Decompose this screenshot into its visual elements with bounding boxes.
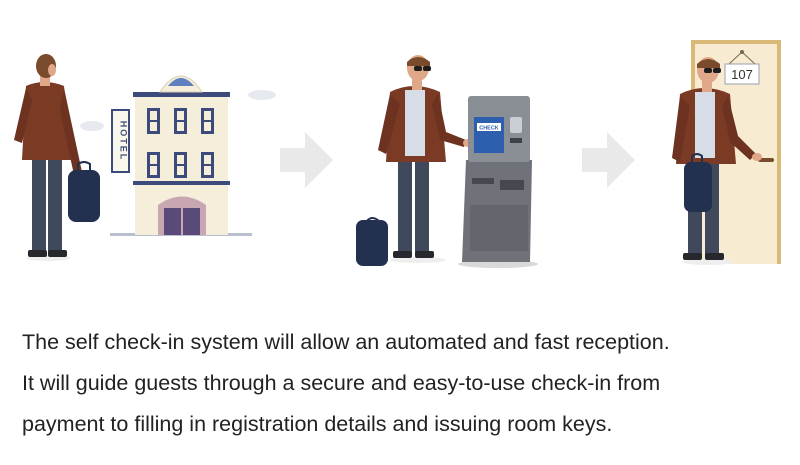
scene-kiosk: CHECK <box>356 55 538 268</box>
scene-room: 107 <box>672 40 781 265</box>
kiosk-screen-label: CHECK <box>479 126 499 132</box>
room-number-plate <box>724 63 760 85</box>
check-in-illustration: HOTEL <box>14 40 781 268</box>
cloud-icon <box>80 121 104 131</box>
guest-figure <box>378 55 473 263</box>
scene-arrival: HOTEL <box>14 54 276 261</box>
guest-figure <box>14 54 82 261</box>
arrow-right-icon <box>582 132 635 188</box>
description-caption: The self check-in system will allow an a… <box>22 322 792 445</box>
luggage-bag-icon <box>356 217 388 266</box>
briefcase-icon <box>68 161 100 222</box>
hotel-sign: HOTEL <box>111 109 130 173</box>
room-number: 107 <box>731 67 753 82</box>
check-in-kiosk: CHECK <box>458 96 538 268</box>
arrow-right-icon <box>280 132 333 188</box>
caption-line: payment to filling in registration detai… <box>22 412 613 436</box>
hotel-building <box>110 75 252 236</box>
briefcase-icon <box>684 153 712 212</box>
caption-line: The self check-in system will allow an a… <box>22 330 670 354</box>
cloud-icon <box>248 90 276 100</box>
hotel-sign-text: HOTEL <box>119 121 129 162</box>
caption-line: It will guide guests through a secure an… <box>22 371 661 395</box>
